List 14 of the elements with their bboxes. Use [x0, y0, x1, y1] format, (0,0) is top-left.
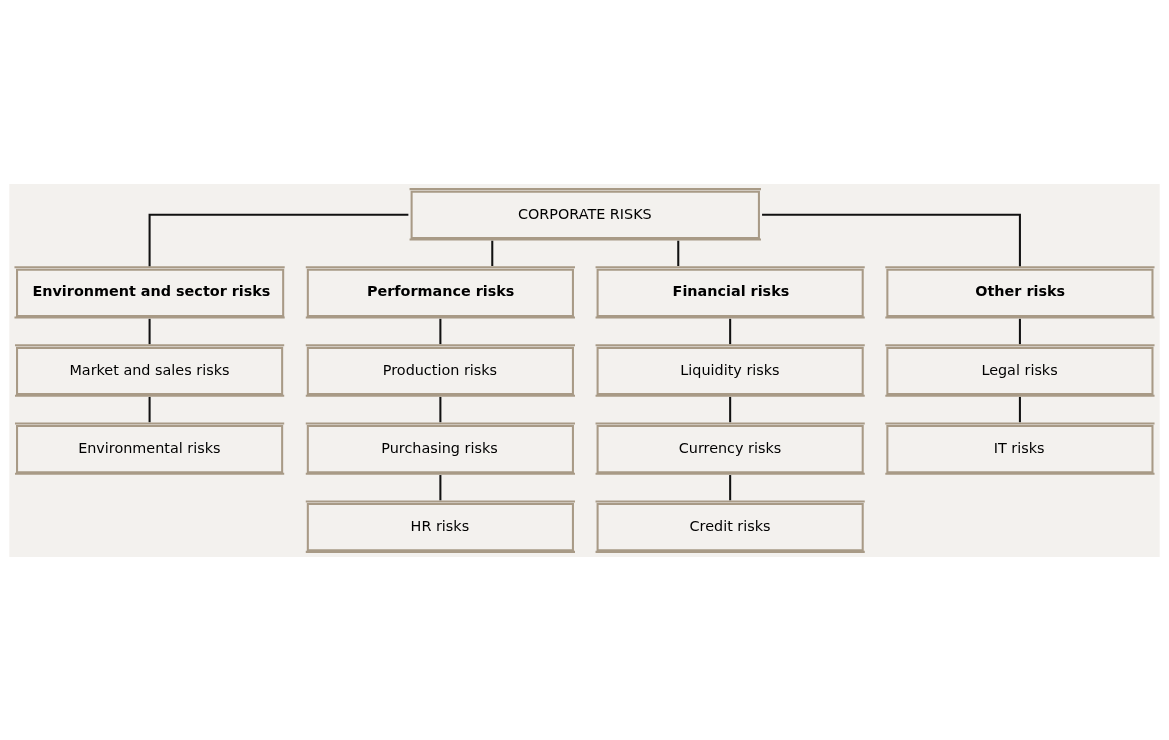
connector — [729, 318, 732, 344]
connector — [677, 240, 680, 266]
connector — [729, 396, 732, 422]
connector — [729, 474, 732, 500]
connector — [148, 213, 409, 266]
connector — [439, 474, 442, 500]
connector — [439, 318, 442, 344]
connector — [762, 213, 1021, 266]
connector — [1018, 396, 1021, 422]
connector — [439, 396, 442, 422]
connector — [148, 396, 151, 422]
connector — [1018, 318, 1021, 344]
connector — [491, 240, 494, 266]
connector — [148, 318, 151, 344]
